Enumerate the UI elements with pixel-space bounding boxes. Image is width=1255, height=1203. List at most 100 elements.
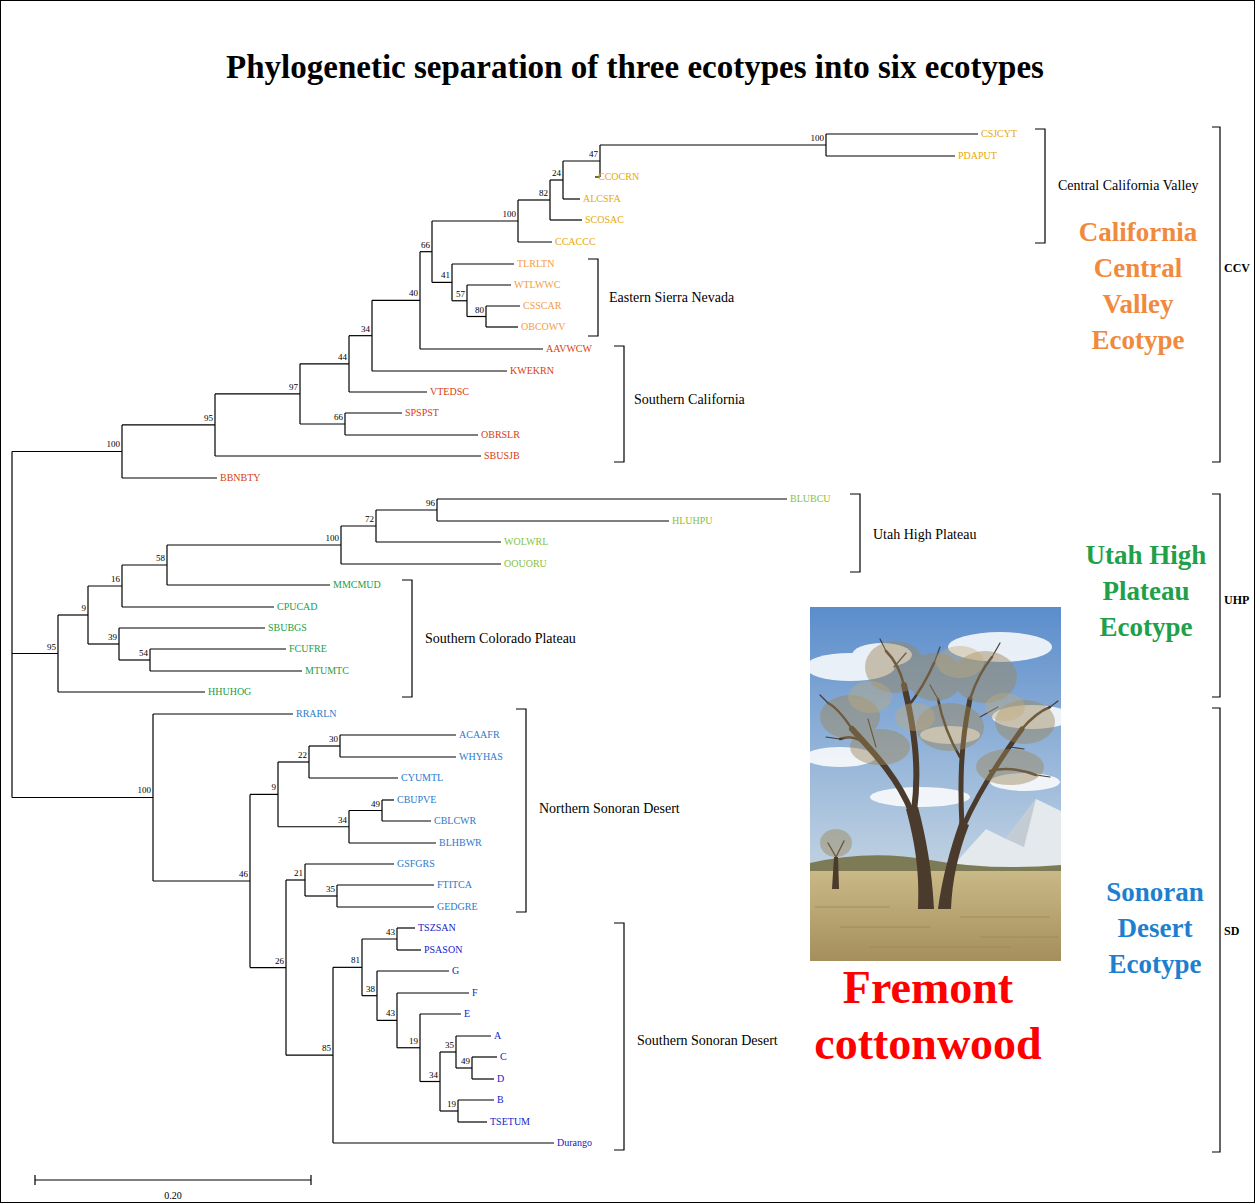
- tree-branch: [562, 161, 563, 199]
- taxon-label: WHYHAS: [459, 752, 503, 762]
- tree-branch: [431, 221, 432, 282]
- tree-branch: [88, 643, 119, 644]
- bootstrap-value: 100: [503, 210, 517, 219]
- tree-branch: [285, 880, 286, 1055]
- bootstrap-value: 9: [82, 604, 87, 613]
- tree-branch: [214, 394, 215, 456]
- bootstrap-value: 57: [456, 290, 465, 299]
- tree-branch: [336, 885, 337, 907]
- bootstrap-value: 97: [289, 383, 298, 392]
- tree-branch: [309, 745, 340, 746]
- bootstrap-value: 49: [461, 1057, 470, 1066]
- ecotype-bracket: [1212, 708, 1220, 1152]
- taxon-label: CSJCYT: [981, 129, 1017, 139]
- tree-branch: [11, 451, 12, 797]
- taxon-label: ALCSFA: [583, 194, 621, 204]
- tree-branch: [215, 455, 481, 456]
- tree-branch: [456, 1035, 491, 1036]
- tree-branch: [437, 520, 669, 521]
- tree-branch: [308, 746, 309, 778]
- tree-branch: [153, 713, 293, 714]
- tree-branch: [153, 880, 250, 881]
- bootstrap-value: 80: [475, 306, 484, 315]
- tree-branch: [452, 263, 514, 264]
- taxon-label: CPUCAD: [277, 602, 318, 612]
- grass: [815, 907, 1058, 947]
- clouds: [804, 632, 1072, 807]
- tree-branch: [57, 615, 58, 692]
- taxon-label: E: [464, 1009, 470, 1019]
- taxon-label: Durango: [557, 1138, 592, 1148]
- clade-bracket: [1035, 129, 1045, 243]
- bootstrap-value: 34: [361, 325, 370, 334]
- tree-branch: [486, 305, 520, 306]
- tree-branch: [58, 691, 205, 692]
- tree-branch: [472, 1056, 497, 1057]
- bootstrap-value: 85: [322, 1044, 331, 1053]
- taxon-label: HHUHOG: [208, 687, 251, 697]
- scale-value: 0.20: [164, 1191, 182, 1201]
- tree-branch: [118, 628, 119, 660]
- tree-branch: [376, 541, 501, 542]
- tree-branch: [563, 160, 600, 161]
- tree-branch: [466, 285, 467, 317]
- tree-branch: [340, 756, 456, 757]
- taxon-label: ACAAFR: [459, 730, 500, 740]
- bootstrap-value: 30: [329, 735, 338, 744]
- tree-branch: [362, 995, 377, 996]
- ecotype-label: Utah High Plateau Ecotype: [1071, 537, 1221, 645]
- tree-branch: [457, 1100, 458, 1122]
- taxon-label: FCUFRE: [289, 644, 327, 654]
- tree-branch: [277, 762, 278, 827]
- taxon-label: HLUHPU: [672, 516, 713, 526]
- tree-branch: [278, 826, 349, 827]
- ground: [810, 871, 1061, 961]
- clade-name: Northern Sonoran Desert: [539, 802, 680, 816]
- taxon-label: SBUSJB: [484, 451, 520, 461]
- tree-branch: [349, 842, 436, 843]
- tree-branch: [420, 1081, 440, 1082]
- ecotype-bracket: [1212, 127, 1220, 462]
- bootstrap-value: 54: [139, 649, 148, 658]
- taxon-label: OOUORU: [504, 559, 547, 569]
- taxon-label: C: [500, 1052, 507, 1062]
- tree-branch: [121, 425, 122, 478]
- bootstrap-value: 100: [811, 134, 825, 143]
- tree-branch: [600, 144, 826, 145]
- tree-branch: [458, 1121, 487, 1122]
- taxon-label: TSZSAN: [418, 923, 456, 933]
- tree-branch: [397, 927, 415, 928]
- tree-branch: [340, 526, 341, 564]
- tree-branch: [345, 434, 478, 435]
- bootstrap-value: 100: [326, 534, 340, 543]
- tree-branch: [456, 1067, 472, 1068]
- scale-bar: [35, 1175, 311, 1185]
- clade-bracket: [614, 346, 624, 462]
- taxon-label: TLRLTN: [517, 259, 554, 269]
- taxon-label: MMCMUD: [333, 580, 381, 590]
- tree-branch: [12, 653, 58, 654]
- tree-branch: [432, 282, 452, 283]
- tree-branch: [152, 714, 153, 881]
- bootstrap-value: 46: [239, 870, 248, 879]
- taxon-label: SPSPST: [405, 408, 439, 418]
- branches: [820, 639, 1058, 857]
- taxon-label: A: [494, 1031, 501, 1041]
- tree-branch: [436, 499, 437, 521]
- tree-branch: [439, 1052, 440, 1111]
- tree-branch: [286, 879, 305, 880]
- bootstrap-value: 100: [107, 440, 121, 449]
- tree-branch: [517, 200, 518, 242]
- tree-branch: [452, 300, 467, 301]
- tree-branch: [371, 300, 372, 371]
- tree-branch: [167, 584, 330, 585]
- tree-branch: [377, 1020, 397, 1021]
- taxon-label: CYUMTL: [401, 773, 443, 783]
- tree-branch: [419, 1014, 420, 1082]
- mountains: [950, 799, 1061, 873]
- tree-branch: [550, 179, 563, 180]
- taxon-label: PSASON: [424, 945, 462, 955]
- taxon-label: TSETUM: [490, 1117, 530, 1127]
